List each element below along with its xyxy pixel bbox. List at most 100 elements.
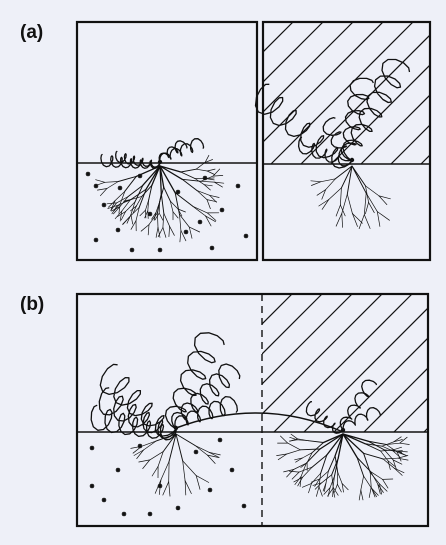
hatch-line bbox=[214, 294, 352, 432]
root-segment bbox=[338, 472, 342, 483]
root-segment bbox=[180, 215, 190, 228]
root-segment bbox=[137, 450, 144, 459]
root-segment bbox=[359, 490, 361, 500]
root-segment bbox=[364, 215, 370, 229]
root-segment bbox=[107, 203, 117, 204]
shoot-loop-chain bbox=[343, 408, 380, 430]
root-segment bbox=[300, 449, 320, 450]
root-segment bbox=[207, 169, 215, 171]
nutrient-star bbox=[198, 220, 203, 225]
root-segment bbox=[332, 475, 334, 488]
shoot-loop-chain bbox=[159, 141, 187, 162]
nutrient-patches-a-left bbox=[86, 172, 249, 253]
ramet-right-roots bbox=[277, 434, 410, 500]
root-segment bbox=[340, 188, 341, 205]
root-segment bbox=[107, 182, 118, 189]
dense-root-system bbox=[96, 155, 224, 242]
root-segment bbox=[164, 213, 170, 226]
root-segment bbox=[163, 228, 166, 238]
nutrient-star bbox=[102, 203, 107, 208]
root-segment bbox=[329, 188, 342, 200]
root-segment bbox=[369, 487, 371, 497]
root-segment bbox=[347, 194, 352, 213]
hatch-line bbox=[394, 294, 446, 432]
root-segment bbox=[180, 215, 181, 231]
root-segment bbox=[201, 181, 214, 182]
root-segment bbox=[181, 169, 196, 172]
root-segment bbox=[207, 200, 210, 209]
root-segment bbox=[105, 182, 118, 183]
nutrient-star bbox=[148, 512, 153, 517]
root-segment bbox=[359, 215, 364, 229]
root-segment bbox=[169, 482, 170, 497]
shade-hatching-b bbox=[124, 294, 446, 432]
panel-a-shade bbox=[121, 22, 446, 260]
nutrient-star bbox=[210, 246, 215, 251]
root-segment bbox=[131, 221, 136, 230]
root-segment bbox=[142, 441, 156, 446]
root-segment bbox=[159, 213, 163, 220]
root-segment bbox=[118, 176, 136, 181]
hatch-line bbox=[304, 294, 442, 432]
root-segment bbox=[377, 212, 380, 227]
root-segment bbox=[161, 461, 169, 480]
root-segment bbox=[185, 481, 191, 494]
nutrient-star bbox=[176, 506, 181, 511]
root-segment bbox=[197, 191, 207, 200]
root-segment bbox=[125, 176, 136, 191]
root-segment bbox=[322, 200, 329, 210]
nutrient-star bbox=[220, 208, 225, 213]
root-segment bbox=[181, 172, 195, 179]
root-segment bbox=[364, 476, 372, 488]
nutrient-star bbox=[184, 230, 189, 235]
panel-a-rich-soil bbox=[77, 22, 257, 260]
root-segment bbox=[196, 169, 207, 171]
plant-crown bbox=[350, 158, 354, 162]
root-segment bbox=[371, 487, 375, 497]
root-segment bbox=[96, 182, 105, 185]
root-segment bbox=[366, 193, 377, 211]
root-segment bbox=[292, 472, 299, 479]
hatch-line bbox=[421, 22, 446, 164]
root-segment bbox=[319, 487, 322, 496]
shoot-loop-chain bbox=[341, 78, 373, 160]
root-segment bbox=[131, 215, 133, 224]
shoot-loop-chain bbox=[91, 405, 176, 440]
root-segment bbox=[308, 441, 323, 443]
stolon-connection bbox=[176, 413, 343, 432]
nutrient-star bbox=[244, 234, 249, 239]
root-segment bbox=[152, 466, 158, 476]
nutrient-star bbox=[208, 488, 213, 493]
root-segment bbox=[140, 210, 146, 216]
root-segment bbox=[96, 180, 105, 183]
hatch-line bbox=[334, 294, 446, 432]
root-segment bbox=[288, 443, 301, 450]
root-segment bbox=[352, 214, 357, 227]
root-segment bbox=[173, 212, 178, 218]
root-segment bbox=[377, 212, 389, 221]
root-segment bbox=[365, 202, 368, 213]
shoot-loop-chain bbox=[100, 364, 176, 436]
long-shoot-system bbox=[256, 60, 410, 169]
root-segment bbox=[398, 458, 408, 460]
root-segment bbox=[361, 490, 363, 500]
root-segment bbox=[342, 194, 348, 213]
root-segment bbox=[197, 191, 210, 196]
root-segment bbox=[161, 194, 164, 214]
panel-a-left-frame bbox=[77, 22, 257, 260]
root-segment bbox=[141, 225, 149, 232]
plant-crown bbox=[174, 426, 178, 430]
nutrient-star bbox=[94, 184, 99, 189]
root-segment bbox=[145, 210, 146, 218]
root-segment bbox=[394, 468, 404, 472]
root-segment bbox=[209, 452, 220, 455]
sparse-root-system bbox=[311, 166, 391, 229]
root-segment bbox=[158, 452, 163, 467]
root-segment bbox=[370, 473, 371, 488]
root-segment bbox=[352, 166, 366, 186]
root-segment bbox=[170, 226, 175, 235]
nutrient-star bbox=[218, 438, 223, 443]
root-segment bbox=[337, 484, 341, 492]
